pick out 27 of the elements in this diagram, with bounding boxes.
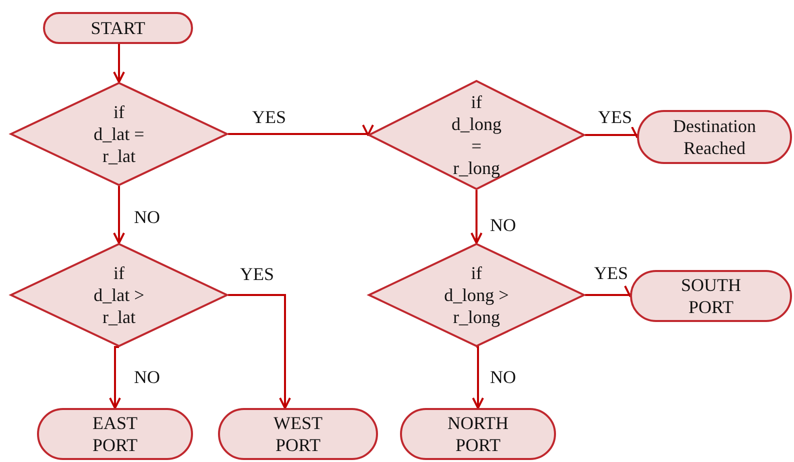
- start-terminal: [43, 12, 193, 44]
- decision-diamond: [10, 82, 228, 186]
- terminal-text: Destination Reached: [672, 115, 757, 159]
- decision-diamond: [368, 80, 585, 190]
- terminal-text: NORTH PORT: [446, 412, 510, 456]
- condition-text: if d_long > r_long: [444, 262, 510, 328]
- terminal: [400, 408, 556, 460]
- arrow: [470, 190, 482, 244]
- arrow: [113, 43, 125, 83]
- terminal-text: SOUTH PORT: [680, 274, 742, 318]
- end-terminal: [637, 110, 792, 164]
- arrow: [109, 346, 121, 409]
- terminal: [218, 408, 378, 460]
- arrow: [228, 294, 291, 409]
- terminal-text: EAST PORT: [92, 412, 138, 456]
- terminal-text: START: [90, 17, 146, 39]
- terminal: [630, 270, 792, 322]
- terminal: [37, 408, 193, 460]
- terminal-text: WEST PORT: [272, 412, 324, 456]
- arrow: [228, 124, 374, 136]
- arrow: [472, 346, 484, 409]
- condition-text: if d_lat = r_lat: [94, 101, 144, 167]
- condition-text: if d_lat > r_lat: [94, 262, 144, 328]
- decision-diamond: [10, 243, 228, 347]
- decision-diamond: [368, 243, 585, 347]
- arrow: [113, 186, 125, 244]
- condition-text: if d_long = r_long: [450, 91, 502, 179]
